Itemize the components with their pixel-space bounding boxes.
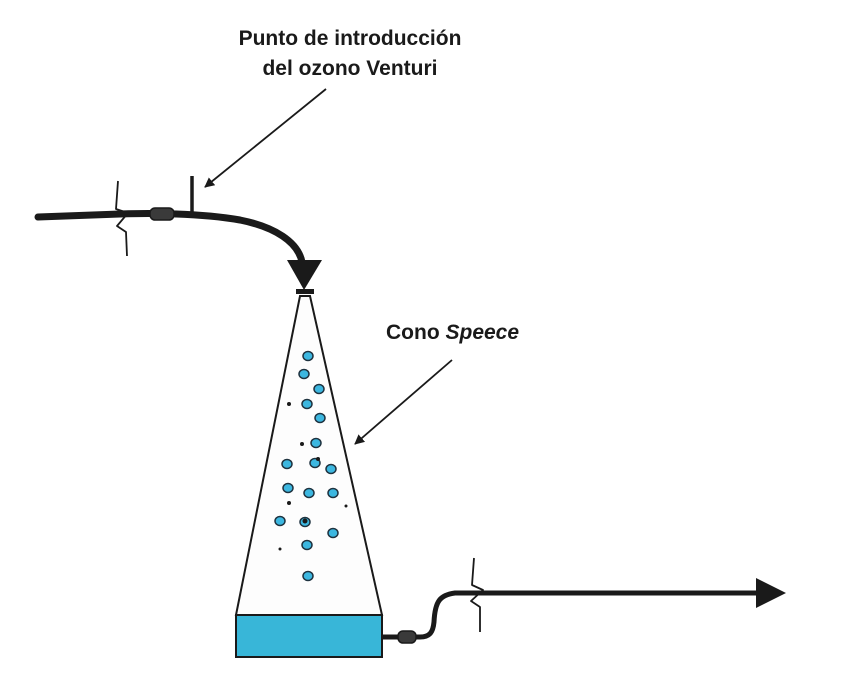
speece-cone-label: Cono Speece [386,318,519,348]
particle [302,518,308,524]
venturi-callout-arrow [204,88,327,188]
bubble [314,412,326,424]
bubble [281,458,293,470]
bubble [302,350,314,362]
cone-label-name: Speece [445,321,520,344]
particle [287,501,291,505]
bubble [327,487,339,499]
bubble [274,515,286,527]
particle [344,504,348,508]
bubble [310,437,322,449]
outlet-coupling [397,630,417,644]
bubble [303,487,315,499]
water-reservoir [235,614,383,658]
cone-inlet-nozzle [287,260,322,290]
outlet-arrowhead [756,578,786,608]
ozone-bubbles [274,350,339,582]
particle [316,457,320,461]
outlet-pipe [382,590,760,640]
venturi-label-line2: del ozono Venturi [262,57,438,80]
inlet-pipe [34,210,306,266]
venturi-injection-label: Punto de introducción del ozono Venturi [190,24,510,84]
venturi-label-line1: Punto de introducción [238,27,462,50]
particles [278,402,348,551]
bubble [302,570,314,582]
outlet-break-mark [470,557,484,632]
particle [287,402,291,406]
bubble [325,463,337,475]
cone-callout-arrow [354,359,453,445]
inlet-coupling [149,207,175,221]
bubble [313,383,325,395]
bubble [298,368,310,380]
particle [278,547,282,551]
cone-label-prefix: Cono [386,321,446,344]
speece-cone [234,295,384,616]
bubble [301,539,313,551]
inlet-break-mark [115,180,129,257]
bubble [282,482,294,494]
particle [300,442,304,446]
bubble [327,527,339,539]
bubble [301,398,313,410]
cone-top-fitting [296,289,314,294]
